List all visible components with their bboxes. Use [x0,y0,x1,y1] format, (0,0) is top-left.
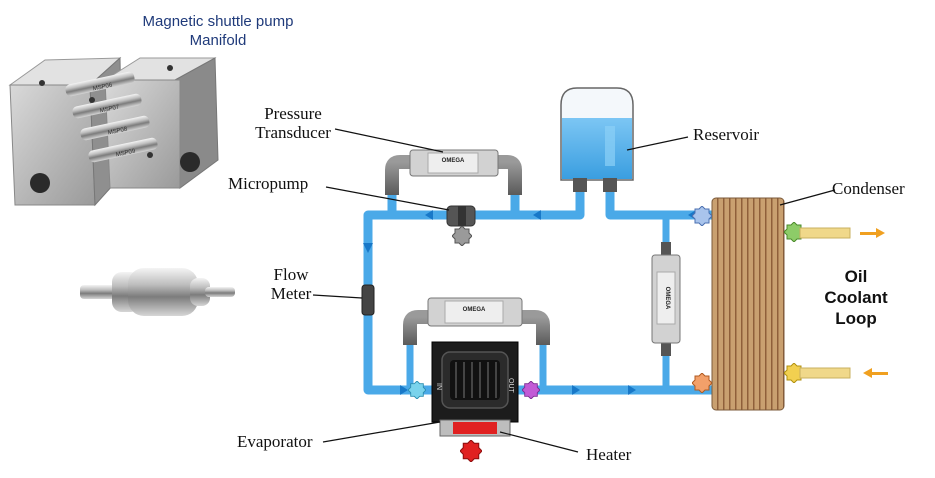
oil-coolant-lines [799,227,888,379]
arrow-left-pump [425,210,433,220]
manifold-caption-line1: Magnetic shuttle pump [142,13,294,30]
heater-label: Heater [586,445,632,464]
evaporator: IN OUT [408,341,540,423]
arrow-left-upper [533,210,541,220]
micropump [446,205,476,246]
arrow-right-lower [572,385,580,395]
flow-meter-label-line2: Meter [270,284,312,303]
pressure-transducer-label: Pressure Transducer [238,104,348,142]
flow-meter-inline [361,284,375,316]
reservoir-label: Reservoir [693,125,760,144]
flow-meter-label: Flow Meter [266,265,316,303]
pressure-transducer-label-line1: Pressure [264,104,322,123]
oil-arrow-in [863,368,888,378]
arrow-right-lower2 [628,385,636,395]
oil-coolant-loop-line3: Loop [835,309,877,328]
micropump-label: Micropump [228,174,309,193]
reservoir [560,87,634,192]
pressure-transducer-label-line2: Transducer [255,123,331,142]
pressure-transducer-evaporator: OMEGA [403,297,550,345]
oil-arrow-out [860,228,885,238]
pressure-transducer-vertical: OMEGA [651,242,681,356]
manifold-caption-line2: Manifold [189,32,247,49]
manifold-mark: MSP07 [99,104,120,114]
omega-label: OMEGA [442,158,465,164]
condenser-label: Condenser [832,179,905,198]
flow-meter-label-line1: Flow [273,265,309,284]
oil-coolant-loop-line1: Oil [844,267,868,286]
return-line-pipe [605,180,717,220]
manifold-mark: MSP09 [115,148,136,158]
evaporator-in-label: IN [435,383,442,390]
pressure-transducer-top: OMEGA [385,149,522,195]
omega-label: OMEGA [463,307,486,313]
manifold-image: MSP06 MSP07 MSP08 MSP09 [8,56,219,207]
condenser [692,197,804,411]
omega-label: OMEGA [664,287,670,310]
heater [439,419,511,462]
reservoir-feed-pipe [510,180,585,220]
oil-coolant-loop-line2: Coolant [824,288,888,307]
oil-coolant-loop-label: Oil Coolant Loop [818,266,894,329]
evaporator-out-label: OUT [507,378,514,394]
manifold-mark: MSP08 [107,126,128,136]
flow-meter-image [80,268,235,316]
evaporator-label: Evaporator [237,432,313,451]
arrow-down-left [363,243,373,253]
arrow-right-evap-in [400,385,408,395]
manifold-mark: MSP06 [92,82,113,92]
manifold-caption: Magnetic shuttle pump Manifold [118,12,318,50]
leader-lines [312,128,836,453]
